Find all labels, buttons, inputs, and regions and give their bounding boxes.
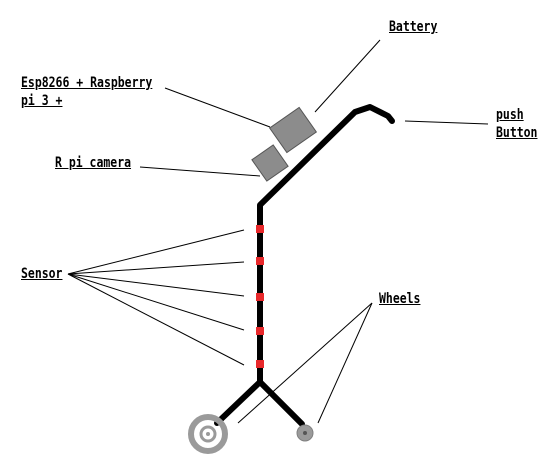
left-leg [214, 379, 263, 426]
sensor-marks [256, 225, 264, 368]
push-button-leader [404, 120, 489, 125]
wheels-leader-left [237, 302, 373, 424]
camera-label: R pi camera [55, 154, 131, 172]
camera-box [251, 144, 289, 182]
battery-label: Battery [389, 18, 437, 36]
sensor-leader-5 [67, 273, 245, 366]
main-frame [257, 104, 395, 385]
sensor-label-text: Sensor [21, 266, 63, 282]
sensor-leader-4 [67, 273, 245, 331]
leader-lines [67, 39, 489, 424]
esp-raspberry-box [268, 106, 318, 154]
wheels-label-text: Wheels [379, 291, 421, 307]
right-leg [257, 379, 305, 427]
sensor-label: Sensor [21, 265, 62, 283]
camera-leader [139, 166, 261, 177]
sensor-mark [256, 257, 264, 265]
sensor-mark [256, 293, 264, 301]
sensor-leader-2 [67, 261, 245, 275]
sensor-mark [256, 327, 264, 335]
esp-leader [164, 87, 271, 128]
camera-label-text: R pi camera [55, 155, 132, 171]
sensor-mark [256, 360, 264, 368]
push-label-line1: push [496, 107, 524, 123]
sensor-leader-1 [67, 229, 245, 275]
sensor-leader-3 [67, 273, 245, 297]
push-label-line2: Button [496, 125, 538, 141]
push-button-label: push Button [496, 106, 537, 142]
esp-label-line2: pi 3 + [21, 93, 63, 109]
battery-leader [314, 39, 381, 113]
trolley-frame [214, 104, 395, 427]
esp-label-line1: Esp8266 + Raspberry [21, 75, 153, 91]
right-wheel [296, 424, 314, 442]
sensor-mark [256, 225, 264, 233]
battery-label-text: Battery [389, 19, 438, 35]
esp-raspberry-label: Esp8266 + Raspberry pi 3 + [21, 74, 152, 110]
left-wheel [188, 414, 228, 454]
wheels-leader-right [317, 302, 373, 424]
wheels-label: Wheels [379, 290, 420, 308]
